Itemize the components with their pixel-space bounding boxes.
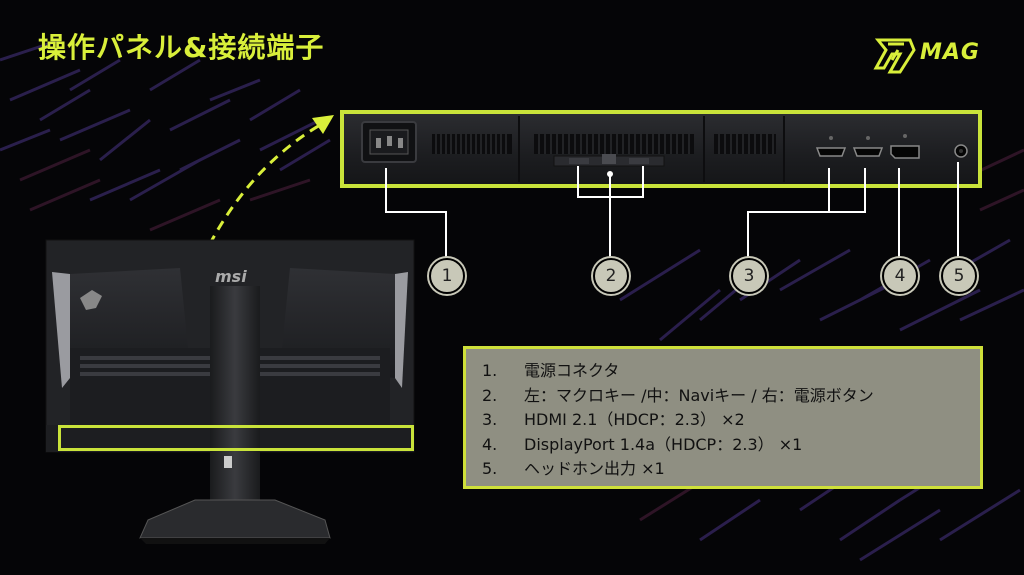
legend-item: 4.DisplayPort 1.4a（HDCP：2.3） ×1 xyxy=(482,433,964,458)
legend-box: 1.電源コネクタ 2.左：マクロキー /中：Naviキー / 右：電源ボタン 3… xyxy=(463,346,983,489)
monitor-rear-view: msi xyxy=(40,238,420,550)
callout-number: 4 xyxy=(882,258,918,294)
callout-number: 5 xyxy=(941,258,977,294)
legend-item: 2.左：マクロキー /中：Naviキー / 右：電源ボタン xyxy=(482,384,964,409)
callout-number: 2 xyxy=(593,258,629,294)
monitor-io-highlight xyxy=(58,425,414,451)
legend-item: 5.ヘッドホン出力 ×1 xyxy=(482,457,964,482)
legend-item: 3.HDMI 2.1（HDCP：2.3） ×2 xyxy=(482,408,964,433)
legend-item: 1.電源コネクタ xyxy=(482,359,964,384)
callout-number: 3 xyxy=(731,258,767,294)
callout-number: 1 xyxy=(429,258,465,294)
monitor-brand-label: msi xyxy=(215,267,247,286)
